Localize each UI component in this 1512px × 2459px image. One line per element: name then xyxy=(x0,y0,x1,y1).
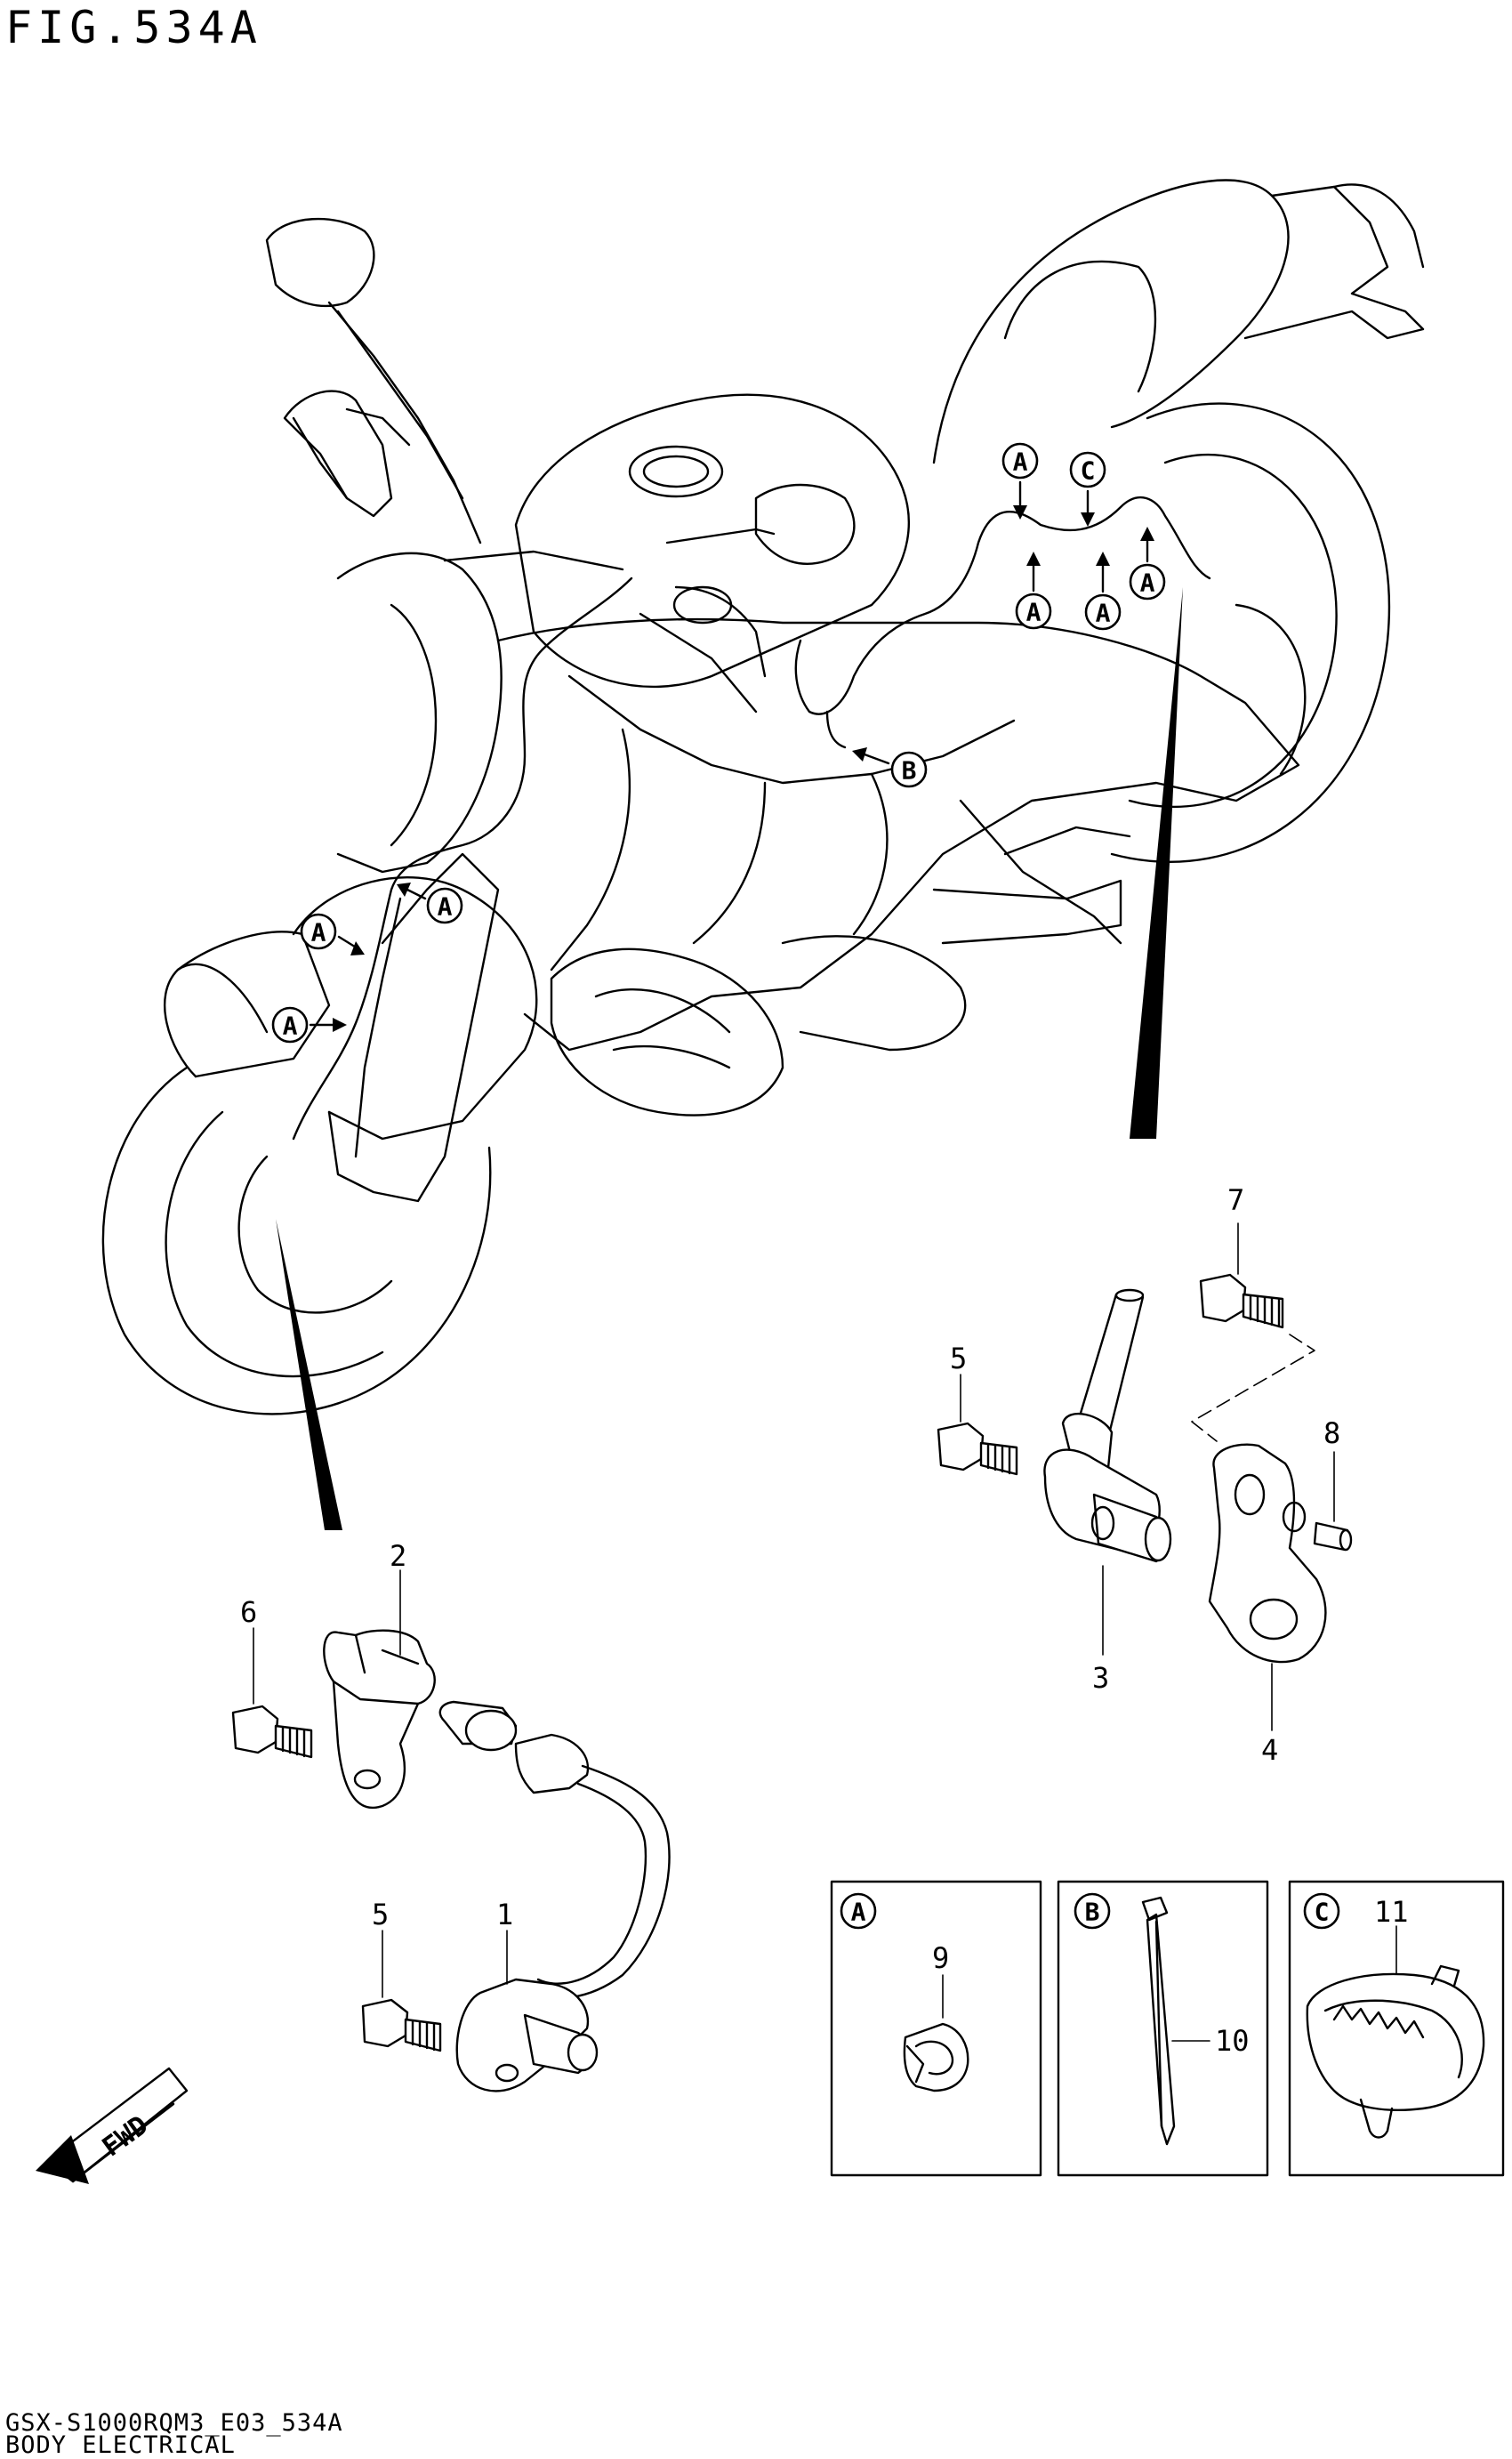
seat xyxy=(932,179,1290,464)
svg-text:A: A xyxy=(1096,599,1111,628)
section-name: BODY ELECTRICAL xyxy=(5,2431,236,2459)
part-5-bolt-rear: 5 xyxy=(937,1342,1018,1476)
part-2-sensor-bracket: 2 xyxy=(323,1539,436,1809)
rear-wheel xyxy=(1110,402,1390,863)
detail-box-a: A 9 xyxy=(830,1880,1042,2177)
part-number-2: 2 xyxy=(390,1539,406,1573)
fuel-tank xyxy=(514,393,910,689)
svg-text:A: A xyxy=(438,892,453,922)
detail-box-c: C 11 xyxy=(1288,1880,1505,2177)
front-sensor-leader xyxy=(276,1219,342,1530)
front-wheel xyxy=(101,1066,492,1415)
part-11-harness-clamp xyxy=(1306,1964,1485,2139)
callout-c: C xyxy=(1069,451,1106,527)
callout-a-6: A xyxy=(300,913,365,955)
svg-text:A: A xyxy=(311,918,326,947)
svg-text:A: A xyxy=(1026,598,1042,627)
part-number-8: 8 xyxy=(1323,1416,1340,1450)
forward-direction-arrow: FWD xyxy=(36,2067,189,2184)
part-7-bolt: 7 xyxy=(1191,1183,1315,1442)
svg-text:A: A xyxy=(1013,447,1028,477)
front-harness-route xyxy=(292,576,633,1141)
part-5-bolt-front: 5 xyxy=(361,1898,442,2052)
part-9-clamp xyxy=(903,2022,969,2092)
part-number-11: 11 xyxy=(1374,1895,1409,1929)
part-number-5-front: 5 xyxy=(372,1898,389,1931)
svg-text:B: B xyxy=(902,756,917,786)
figure-title: FIG.534A xyxy=(5,2,262,53)
fuel-cap xyxy=(628,445,724,498)
part-number-3: 3 xyxy=(1092,1661,1109,1695)
svg-text:C: C xyxy=(1081,456,1096,486)
right-mirror xyxy=(754,483,856,565)
part-number-4: 4 xyxy=(1261,1733,1278,1767)
callout-markers: A C A A xyxy=(271,442,1166,1044)
part-number-7: 7 xyxy=(1227,1183,1244,1217)
callout-b: B xyxy=(852,747,928,788)
left-mirror xyxy=(265,217,375,308)
part-1-front-speed-sensor: 1 xyxy=(438,1700,671,2092)
part-number-9: 9 xyxy=(932,1941,949,1975)
svg-text:C: C xyxy=(1315,1898,1330,1927)
part-10-cable-tie xyxy=(1141,1896,1176,2146)
figure-code: GSX-S1000RQM3_E03_534A xyxy=(5,2409,343,2437)
part-8-dowel-pin: 8 xyxy=(1313,1416,1353,1552)
engine xyxy=(550,947,784,1117)
callout-a-5: A xyxy=(397,883,463,924)
callout-a-2: A xyxy=(1015,552,1052,630)
front-fender xyxy=(176,931,331,1078)
headlight xyxy=(292,876,538,1141)
motorcycle-illustration xyxy=(101,179,1425,1415)
part-4-rear-bracket: 4 xyxy=(1208,1443,1327,1767)
svg-text:A: A xyxy=(1140,568,1155,598)
rear-sensor-leader xyxy=(1130,587,1183,1139)
part-3-rear-speed-sensor: 3 xyxy=(1043,1288,1172,1695)
callout-a-7: A xyxy=(271,1006,347,1044)
svg-text:B: B xyxy=(1085,1898,1100,1927)
svg-text:A: A xyxy=(851,1898,866,1927)
callout-a-1: A xyxy=(1001,442,1039,520)
part-number-6: 6 xyxy=(240,1595,257,1629)
part-number-1: 1 xyxy=(496,1898,513,1931)
part-6-bolt: 6 xyxy=(231,1595,313,1759)
callout-a-3: A xyxy=(1084,552,1122,631)
speed-sensor-harness xyxy=(292,496,1211,1141)
part-number-5-rear: 5 xyxy=(950,1342,967,1375)
svg-text:A: A xyxy=(283,1012,298,1041)
detail-box-b: B 10 xyxy=(1057,1880,1269,2177)
part-number-10: 10 xyxy=(1215,2024,1250,2058)
callout-a-4: A xyxy=(1129,527,1166,601)
